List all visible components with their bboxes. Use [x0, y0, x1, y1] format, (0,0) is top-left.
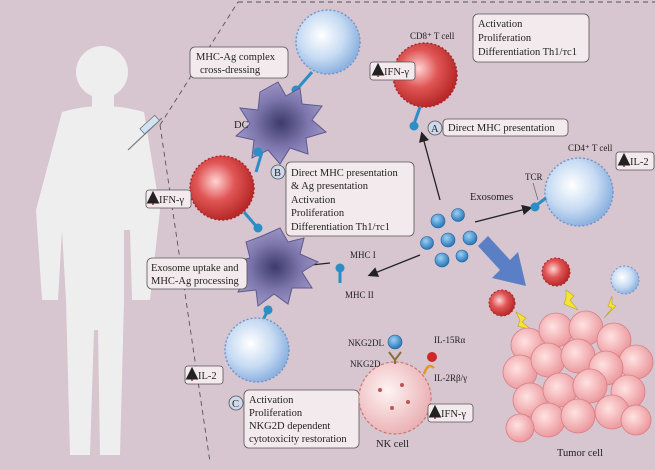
big-arrow-to-tumor: [478, 236, 526, 286]
svg-text:IFN-γ: IFN-γ: [441, 409, 466, 420]
nkg2dl-receptor: [387, 334, 403, 364]
svg-text:cross-dressing: cross-dressing: [200, 65, 261, 76]
svg-text:Differentiation Th1/тc1: Differentiation Th1/тc1: [478, 47, 577, 58]
svg-text:& Ag presentation: & Ag presentation: [291, 181, 369, 192]
il2rbg-label: IL-2Rβ/γ: [434, 373, 467, 383]
svg-text:NKG2D dependent: NKG2D dependent: [249, 421, 330, 432]
svg-text:Proliferation: Proliferation: [291, 208, 345, 219]
dc-label: DC: [234, 120, 249, 131]
nk-cell-label: NK cell: [376, 439, 409, 450]
b-activation-box: Direct MHC presentation & Ag presentatio…: [285, 161, 415, 237]
svg-text:Direct MHC presentation: Direct MHC presentation: [448, 123, 555, 134]
svg-text:Activation: Activation: [249, 395, 294, 406]
direct-mhc-box: Direct MHC presentation: [442, 118, 569, 137]
il2-badge-cd4: IL-2: [615, 151, 655, 171]
svg-text:Activation: Activation: [478, 19, 523, 30]
ifn-gamma-badge-cd8: IFN-γ: [369, 61, 416, 81]
ifn-gamma-badge-nk: IFN-γ: [427, 403, 474, 423]
dendritic-cell-top: [234, 81, 328, 165]
svg-text:B: B: [274, 168, 281, 179]
svg-text:IFN-γ: IFN-γ: [384, 67, 409, 78]
exosome-uptake-box: Exosome uptake and MHC-Ag processing: [146, 257, 248, 290]
il15-receptor: [422, 352, 437, 375]
marker-c: C: [228, 395, 244, 411]
svg-text:cytotoxicity restoration: cytotoxicity restoration: [249, 434, 347, 445]
t-cell-bottom: [224, 305, 290, 383]
svg-text:MHC-Ag complex: MHC-Ag complex: [196, 52, 276, 63]
t-cell-top: [291, 9, 361, 95]
svg-text:MHC I: MHC I: [350, 250, 376, 260]
syringe-icon: [127, 114, 163, 151]
attacking-cells: [488, 257, 640, 317]
exosome-cluster: [420, 208, 478, 268]
svg-text:IL-2: IL-2: [630, 157, 649, 168]
svg-text:Direct MHC presentation: Direct MHC presentation: [291, 168, 398, 179]
svg-text:A: A: [431, 124, 439, 135]
nkg2d-label: NKG2D: [350, 359, 381, 369]
human-silhouette: [36, 46, 160, 455]
exosomes-label: Exosomes: [470, 192, 513, 203]
il15ra-label: IL-15Rα: [434, 335, 465, 345]
ifn-gamma-badge-left: IFN-γ: [145, 189, 192, 209]
svg-text:Exosome uptake and: Exosome uptake and: [151, 263, 239, 274]
cd8-t-cell: [392, 42, 458, 131]
svg-text:Differentiation Th1/тc1: Differentiation Th1/тc1: [291, 222, 390, 233]
marker-a: A: [427, 120, 443, 136]
svg-text:MHC II: MHC II: [345, 290, 374, 300]
svg-text:MHC-Ag processing: MHC-Ag processing: [151, 276, 240, 287]
svg-text:Activation: Activation: [291, 195, 336, 206]
tcr-label: TCR: [525, 172, 543, 182]
nk-cell: [358, 361, 432, 435]
cd4-t-cell-label: CD4⁺ T cell: [568, 143, 613, 153]
red-t-cell-left: [189, 155, 263, 233]
svg-text:Proliferation: Proliferation: [249, 408, 303, 419]
nkg2dl-label: NKG2DL: [348, 338, 384, 348]
c-activation-box: Activation Proliferation NKG2D dependent…: [243, 389, 360, 449]
mhc-receptor-icons: MHC I MHC II: [335, 250, 376, 300]
il2-badge-bottom: IL-2: [184, 365, 224, 385]
cross-dressing-box: MHC-Ag complex cross-dressing: [189, 46, 289, 79]
svg-text:C: C: [232, 399, 239, 410]
cd4-t-cell: [530, 157, 614, 227]
cd8-t-cell-label: CD8⁺ T cell: [410, 31, 455, 41]
svg-text:IL-2: IL-2: [198, 371, 217, 382]
svg-text:IFN-γ: IFN-γ: [159, 195, 184, 206]
tumor-cell-label: Tumor cell: [557, 448, 603, 459]
cd8-activation-box: Activation Proliferation Differentiation…: [472, 13, 590, 63]
marker-b: B: [270, 164, 286, 180]
tumor-mass: [502, 310, 654, 443]
svg-text:Proliferation: Proliferation: [478, 33, 532, 44]
